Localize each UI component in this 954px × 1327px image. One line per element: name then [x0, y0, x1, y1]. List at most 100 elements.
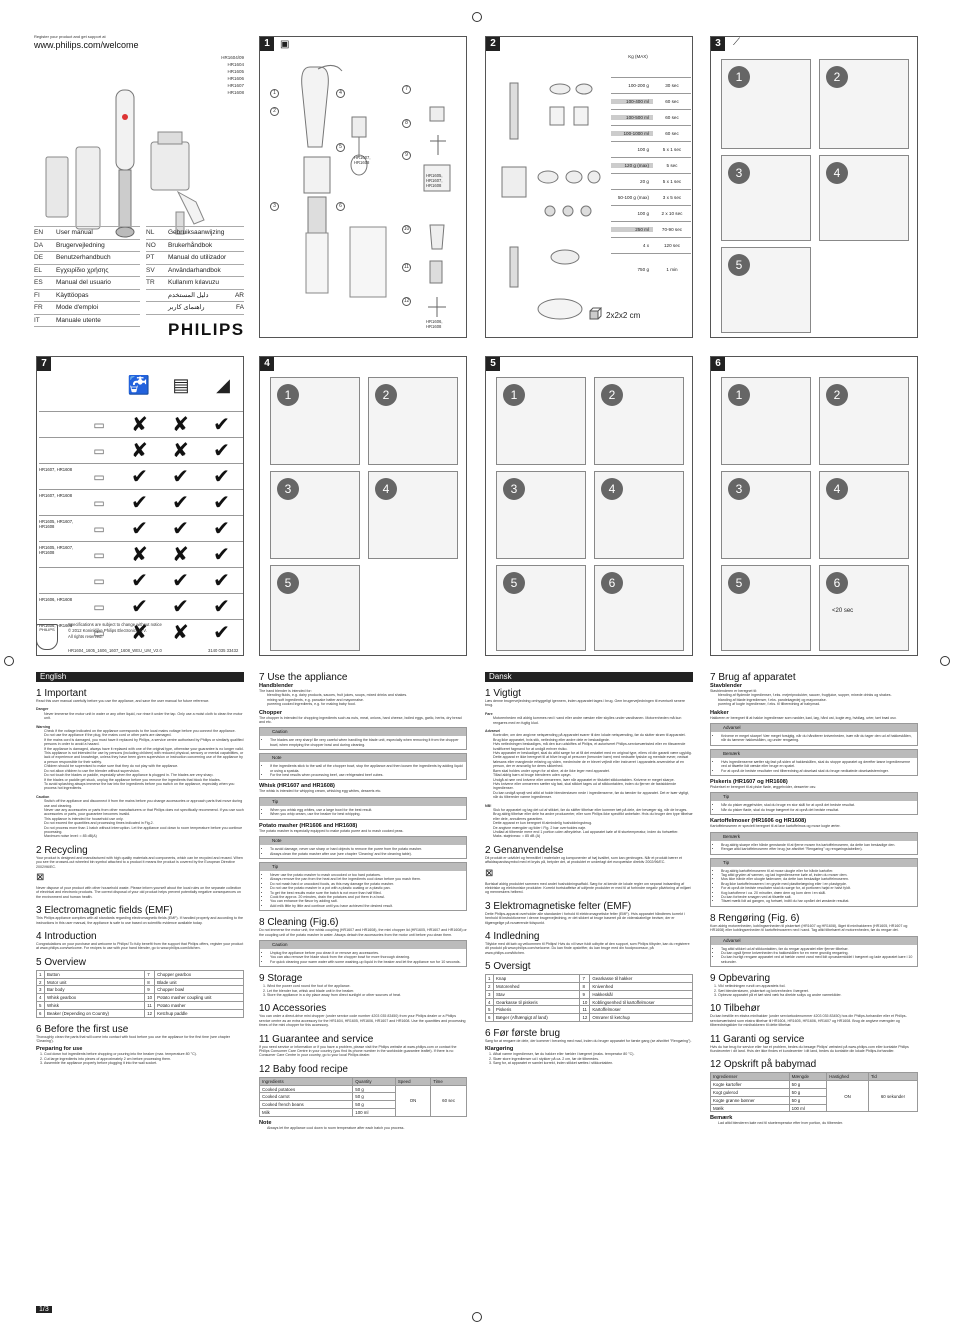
time-cell: 5 x 1 sec — [662, 179, 682, 184]
step-cell: 6<20 sec — [819, 565, 909, 651]
philips-logo: PHILIPS — [168, 320, 245, 339]
parts-illustration — [301, 65, 451, 317]
step-number: 1 — [277, 384, 299, 406]
table-cell: 11 — [144, 1001, 156, 1010]
step-number: 6 — [826, 572, 848, 594]
cleaning-row: HR1605, HR1607, HR1608▭✘✘✔ — [39, 541, 243, 567]
paragraph: Never dispose of your product with other… — [36, 886, 242, 899]
section-title: 4 Introduction — [36, 931, 97, 943]
table-cell: 8 — [144, 977, 156, 987]
model: HR1608 — [227, 90, 244, 95]
label-caution: Caution — [36, 794, 50, 799]
list-item: For at opnå de bedste resultater ved til… — [721, 769, 915, 773]
check-mark: ✘ — [172, 414, 189, 436]
list-item: blanding af bløde ingredienser, f.eks. p… — [718, 698, 918, 702]
list-item: To avoid splashing always immerse the ba… — [44, 782, 244, 791]
section-title: 12 Baby food recipe — [259, 1063, 348, 1075]
part-icon: ▭ — [93, 600, 105, 614]
tip-label: Tip — [711, 858, 917, 867]
quantity-cell: 250 ml — [611, 227, 653, 232]
cover-section: Register your product and get support at… — [30, 32, 248, 352]
recycle-bin-icon: ⊠ — [485, 867, 494, 879]
doc-code: HR1604_1605_1606_1607_1608_WEU_UM_V2.0 — [68, 648, 162, 653]
table-cell: Potato masher coupling unit — [154, 993, 244, 1003]
section-title: 8 Cleaning (Fig.6) — [259, 917, 339, 929]
quantity-row: 50-100 g (max)3 x 5 sec — [611, 189, 691, 205]
caution-box: AdvarselKnivene er meget skarpe! Vær meg… — [710, 723, 918, 746]
part-label: HR1607, HR1608 — [39, 493, 73, 498]
note-list: Brug aldrig skarpe eller hårde genstande… — [711, 841, 917, 854]
check-mark: ✔ — [213, 570, 230, 592]
label-danger: Danger — [36, 707, 49, 712]
step-number: 5 — [728, 254, 750, 276]
step-number: 5 — [728, 572, 750, 594]
panel-number: 6 — [711, 357, 725, 371]
list-item: Vikl netledningen rundt om apparatets fo… — [718, 984, 918, 988]
panel-number: 2 — [486, 37, 500, 51]
list-item: Undgå at røre ved knivene eller omrørere… — [493, 778, 693, 782]
check-mark: ✔ — [172, 466, 189, 488]
section-title: 10 Tilbehør — [710, 1003, 761, 1015]
header-cell: Ingredienser — [710, 1072, 790, 1082]
table-cell: Ketchup paddle — [154, 1008, 244, 1018]
paragraph: If you need service or information or if… — [259, 1044, 457, 1058]
part-label: HR1605, HR1607, HR1608 — [39, 519, 74, 529]
text-column-danish-1: Dansk 1 Vigtigt Læs denne brugervejledni… — [485, 672, 693, 1312]
welcome-url[interactable]: www.philips.com/welcome — [34, 40, 139, 50]
recycle-bin-icon: ⊠ — [36, 872, 45, 883]
panel-number: 7 — [37, 357, 51, 371]
tip-label: Tip — [260, 862, 466, 871]
label-warning: Advarsel — [485, 729, 501, 734]
list-item: Do not use the appliance if the plug, th… — [44, 733, 244, 737]
time-cell: 60 sec — [430, 1084, 467, 1117]
list-item: Check if the voltage indicated on the ap… — [44, 729, 244, 733]
list-item: Let the blender bar, whisk and blade uni… — [267, 989, 467, 993]
table-cell: Hakkeskål — [589, 989, 693, 999]
step-number: 3 — [277, 478, 299, 500]
step-cell: 5 — [496, 565, 586, 651]
list-item: Mos ikke hårde eller ukogte fødevarer, d… — [721, 877, 915, 881]
table-cell: Bæger (Afhængigt af land) — [492, 1013, 581, 1023]
part-label: HR1605, HR1607, HR1608 — [39, 545, 74, 555]
table-cell: Cooked potatoes — [259, 1084, 354, 1094]
section-title: 6 Before the first use — [36, 1023, 129, 1035]
cleaning-row: HR1607, HR1608▭✔✔✔ — [39, 463, 243, 489]
table-cell: Bar body — [43, 985, 146, 995]
list-item: Do not touch the blades or paddle, espec… — [44, 773, 244, 777]
tap-icon: 🚰 — [127, 375, 151, 395]
language-header: English — [36, 672, 244, 682]
table-cell: 50 g — [788, 1088, 828, 1097]
section-title: 6 Før første brug — [485, 1028, 561, 1040]
table-cell: Koblingsenhed til kartoffelmoser — [589, 997, 693, 1007]
list-item: Wind the power cord round the foot of th… — [267, 984, 467, 988]
callout-4: 4 — [336, 89, 345, 98]
note-label: Bemærk — [711, 749, 917, 758]
list-item: Børn skal holdes under opsyn for at sikr… — [493, 769, 693, 773]
list-item: Sørg for, at apparatet er samlet korrekt… — [493, 1061, 693, 1065]
storage-list: Vikl netledningen rundt om apparatets fo… — [710, 984, 918, 997]
list-item: Du kan forbedre smagen ved at tilsætte s… — [721, 895, 915, 899]
caution-label: Advarsel — [711, 724, 917, 733]
check-mark: ✔ — [213, 440, 230, 462]
callout-6: 6 — [336, 202, 345, 211]
list-item: blending af flydende ingredienser, f.eks… — [718, 693, 918, 697]
list-item: Always remove the pan from the heat and … — [270, 877, 464, 881]
table-cell: 7 — [579, 974, 591, 984]
list-item: Hvis knivene eller omrøreren sætter sig … — [493, 782, 693, 791]
